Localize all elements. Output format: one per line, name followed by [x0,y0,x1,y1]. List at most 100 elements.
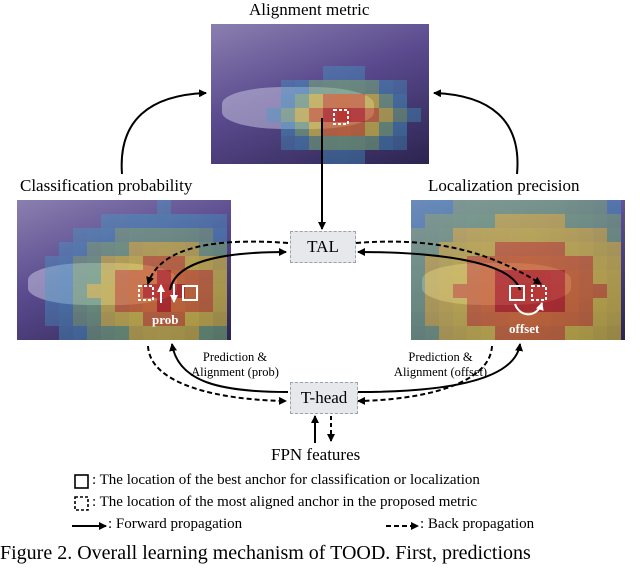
top-aligned-anchor [333,109,349,125]
right-to-thead-back-arrow [357,345,493,405]
heat-cell [157,214,171,228]
heat-cell [439,200,453,214]
heat-cell [337,94,351,108]
heat-cell [537,242,551,256]
heat-cell [185,228,199,242]
heat-cell [115,214,129,228]
heat-cell [73,242,87,256]
heat-cell [523,200,537,214]
heat-cell [523,256,537,270]
heat-cell [551,270,565,284]
legend-solid-box-text: : The location of the best anchor for cl… [92,472,480,488]
heat-cell [379,94,393,108]
heat-cell [199,242,213,256]
heat-cell [213,256,227,270]
heat-cell [523,284,537,298]
heat-cell [351,94,365,108]
heat-cell [537,326,551,340]
heat-cell [551,326,565,340]
heat-cell [509,214,523,228]
left-edge-label: Prediction & Alignment (prob) [180,350,290,380]
heat-cell [523,242,537,256]
heat-cell [411,214,425,228]
heat-cell [537,200,551,214]
legend-dashed-box-text: : The location of the most aligned ancho… [92,494,478,510]
heat-cell [453,200,467,214]
heat-cell [565,312,579,326]
heat-cell [337,150,351,164]
heat-cell [565,298,579,312]
heat-cell [129,256,143,270]
heat-cell [453,214,467,228]
heat-cell [351,108,365,122]
alignment-metric-title: Alignment metric [249,0,370,19]
heat-cell [45,270,59,284]
heat-cell [101,298,115,312]
heat-cell [73,256,87,270]
heat-cell [393,108,407,122]
heat-cell [607,214,621,228]
right-aligned-anchor [531,285,547,301]
legend-solid-box-icon [74,474,89,489]
heat-cell [323,150,337,164]
heat-cell [129,326,143,340]
heat-cell [509,270,523,284]
heat-cell [213,270,227,284]
heat-cell [101,270,115,284]
left-aligned-anchor [138,285,154,301]
heat-cell [407,108,421,122]
heat-cell [185,284,199,298]
heat-cell [213,214,227,228]
heat-cell [579,228,593,242]
offset-label: offset [509,321,540,336]
heat-cell [439,242,453,256]
heat-cell [411,200,425,214]
heat-cell [365,122,379,136]
heat-cell [425,326,439,340]
right-edge-label: Prediction & Alignment (offset) [378,350,503,380]
heat-cell [509,242,523,256]
tal-to-left-back-arrow [146,240,289,285]
heat-cell [579,326,593,340]
heat-cell [481,326,495,340]
heat-cell [439,312,453,326]
heat-cell [379,80,393,94]
heat-cell [537,256,551,270]
heat-cell [481,228,495,242]
heat-cell [607,228,621,242]
heat-cell [607,298,621,312]
heat-cell [481,214,495,228]
heat-cell [171,214,185,228]
heat-cell [467,312,481,326]
heat-cell [143,326,157,340]
left-to-thead-back-arrow [147,345,287,405]
heat-cell [143,298,157,312]
heat-cell [267,108,281,122]
heat-cell [45,298,59,312]
heat-cell [411,312,425,326]
heat-cell [593,312,607,326]
heat-cell [213,242,227,256]
heat-cell [537,284,551,298]
heat-cell [439,284,453,298]
heat-cell [199,270,213,284]
heat-cell [593,326,607,340]
heat-cell [593,256,607,270]
tal-to-right-back-arrow [355,240,542,285]
heat-cell [481,298,495,312]
heat-cell [199,298,213,312]
left-best-anchor [182,285,198,301]
heat-cell [453,326,467,340]
heat-cell [73,312,87,326]
heat-cell [523,228,537,242]
heat-cell [393,122,407,136]
heat-cell [607,200,621,214]
heat-cell [143,242,157,256]
figure-caption: Figure 2. Overall learning mechanism of … [0,542,531,564]
heat-cell [295,136,309,150]
heat-cell [185,270,199,284]
heat-cell [439,270,453,284]
heat-cell [523,312,537,326]
heat-cell [565,214,579,228]
heat-cell [425,200,439,214]
